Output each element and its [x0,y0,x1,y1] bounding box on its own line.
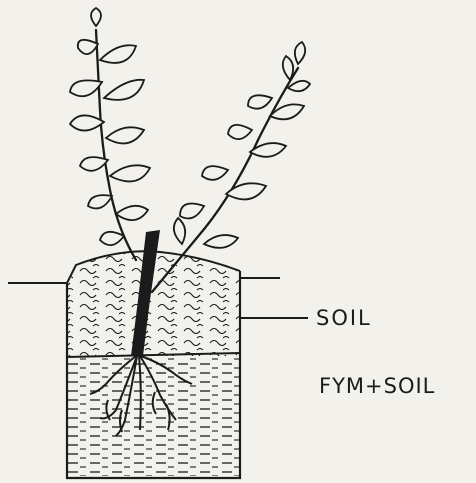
soil-label: SOIL [316,306,372,330]
leaf [174,218,185,244]
leaf [106,127,144,143]
leaf [88,195,112,208]
leaf [295,42,305,64]
leaf [100,45,136,63]
leaf [78,40,98,54]
leaf [80,157,108,171]
leaf [70,115,104,130]
fym-soil-label: FYM+SOIL [319,374,435,398]
leaf [180,204,204,219]
fym-soil-layer [67,358,240,476]
leaf [288,81,310,91]
leaf [116,206,148,220]
leaf [100,232,124,245]
leaf [204,235,238,248]
leaves-left [70,8,150,245]
leaf [283,56,293,80]
leaf [110,165,150,181]
leaf [104,80,144,100]
leaves-right [174,42,310,248]
leaf [91,8,101,26]
leaf [70,80,102,96]
leaf [228,125,252,139]
leaf [202,166,228,180]
leaf [248,95,272,108]
leaf [226,183,266,199]
